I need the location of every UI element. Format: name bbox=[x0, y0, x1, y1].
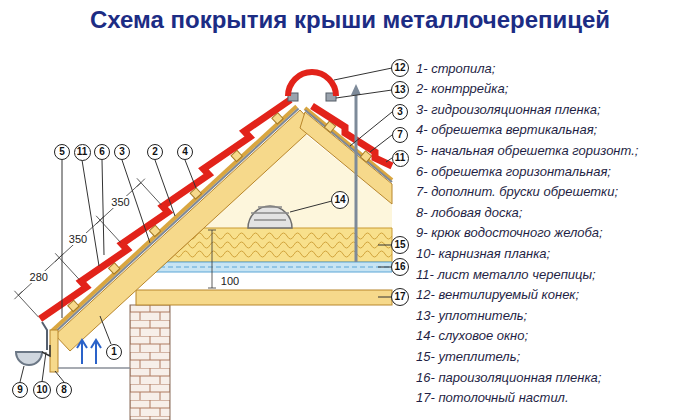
callout-circle: 1 bbox=[106, 344, 122, 360]
membrane bbox=[54, 109, 299, 334]
ceiling-deck bbox=[136, 290, 392, 305]
dimension-label: 100 bbox=[219, 275, 241, 287]
legend-text: 3- гидроизоляционная пленка; bbox=[416, 102, 601, 117]
legend-text: 8- лобовая доска; bbox=[416, 205, 522, 220]
air-flow-arrows bbox=[77, 340, 101, 364]
vent-arrow bbox=[351, 84, 361, 95]
callout-circle: 8 bbox=[56, 382, 72, 398]
leader-lines bbox=[62, 160, 196, 318]
legend-text: 10- карнизная планка; bbox=[416, 246, 550, 261]
callout-circle: 16 bbox=[391, 258, 409, 276]
callout-circle: 11 bbox=[74, 144, 91, 161]
ridge bbox=[288, 72, 336, 96]
legend-text: 14- слуховое окно; bbox=[416, 328, 528, 343]
callout-circle: 7 bbox=[392, 127, 408, 143]
callout-number: 16 bbox=[394, 262, 405, 272]
vapour-barrier bbox=[156, 262, 392, 272]
callout-circle: 9 bbox=[12, 382, 28, 398]
callout-number: 3 bbox=[119, 147, 125, 157]
callout-number: 5 bbox=[59, 147, 65, 157]
legend-text: 11- лист металло черепицы; bbox=[416, 267, 596, 282]
drip-edge bbox=[42, 322, 47, 350]
callout-circle: 15 bbox=[391, 236, 409, 254]
callout-number: 13 bbox=[394, 85, 405, 95]
legend-text: 7- дополнит. бруски обрешетки; bbox=[416, 184, 618, 199]
fascia-board bbox=[50, 330, 58, 372]
legend-text: 4- обрешетка вертикальная; bbox=[416, 122, 597, 137]
callout-circle: 4 bbox=[177, 144, 193, 160]
callout-circle: 13 bbox=[391, 81, 409, 99]
legend-text: 2- контррейка; bbox=[416, 81, 508, 96]
soffit bbox=[58, 367, 130, 369]
callout-circle: 14 bbox=[331, 191, 349, 209]
counter-batten bbox=[52, 106, 297, 331]
insulation bbox=[167, 228, 392, 262]
callout-number: 6 bbox=[99, 147, 105, 157]
counter-batten bbox=[305, 108, 392, 180]
rafter-left bbox=[55, 110, 315, 351]
dimension-label: 350 bbox=[109, 196, 131, 208]
dimension-line bbox=[208, 230, 216, 288]
legend-text: 12- вентилируемый конек; bbox=[416, 287, 579, 302]
leader-lines bbox=[290, 68, 392, 297]
callout-number: 15 bbox=[394, 240, 405, 250]
callout-circle: 3 bbox=[114, 144, 130, 160]
callout-number: 1 bbox=[111, 347, 117, 357]
callout-number: 8 bbox=[61, 385, 67, 395]
legend-text: 15- утеплитель; bbox=[416, 349, 520, 364]
callout-number: 7 bbox=[397, 130, 403, 140]
dimension-label: 280 bbox=[28, 271, 50, 283]
callout-number: 14 bbox=[334, 195, 345, 205]
legend-text: 6- обрешетка горизонтальная; bbox=[416, 164, 611, 179]
membrane bbox=[305, 110, 392, 182]
callout-number: 4 bbox=[182, 147, 188, 157]
leader-lines bbox=[20, 316, 111, 382]
callout-number: 10 bbox=[36, 385, 47, 395]
vent-pipe bbox=[355, 94, 358, 262]
vapour-barrier-line bbox=[160, 267, 392, 268]
legend-text: 9- крюк водосточного желоба; bbox=[416, 225, 603, 240]
callout-number: 12 bbox=[394, 63, 405, 73]
callout-number: 17 bbox=[394, 292, 405, 302]
callout-number: 11 bbox=[77, 147, 88, 157]
callout-circle: 6 bbox=[94, 144, 110, 160]
callout-circle: 3 bbox=[392, 104, 408, 120]
legend-text: 17- потолочный настил. bbox=[416, 390, 569, 405]
legend-text: 13- уплотнитель; bbox=[416, 308, 527, 323]
callout-circle: 12 bbox=[391, 59, 409, 77]
dormer-slats bbox=[251, 207, 289, 220]
callout-circle: 5 bbox=[54, 144, 70, 160]
legend-text: 16- пароизоляционная пленка; bbox=[416, 370, 601, 385]
dormer-vent bbox=[248, 206, 292, 228]
metal-tile bbox=[312, 106, 392, 166]
callout-number: 11 bbox=[395, 153, 406, 163]
dimension-line bbox=[14, 179, 145, 300]
callout-number: 3 bbox=[397, 107, 403, 117]
callout-number: 9 bbox=[17, 385, 23, 395]
brick-wall bbox=[130, 305, 170, 420]
dimension-label: 350 bbox=[67, 233, 89, 245]
metal-tile bbox=[40, 100, 290, 319]
legend-text: 1- стропила; bbox=[416, 61, 495, 76]
callout-circle: 10 bbox=[33, 381, 51, 399]
diagram-title: Схема покрытия крыши металлочерепицей bbox=[0, 6, 700, 34]
legend-text: 5- начальная обрешетка горизонт.; bbox=[416, 143, 638, 158]
gutter bbox=[16, 352, 42, 365]
callout-number: 2 bbox=[152, 147, 158, 157]
callout-circle: 17 bbox=[391, 288, 409, 306]
callout-circle: 11 bbox=[392, 150, 409, 167]
callout-circle: 2 bbox=[147, 144, 163, 160]
